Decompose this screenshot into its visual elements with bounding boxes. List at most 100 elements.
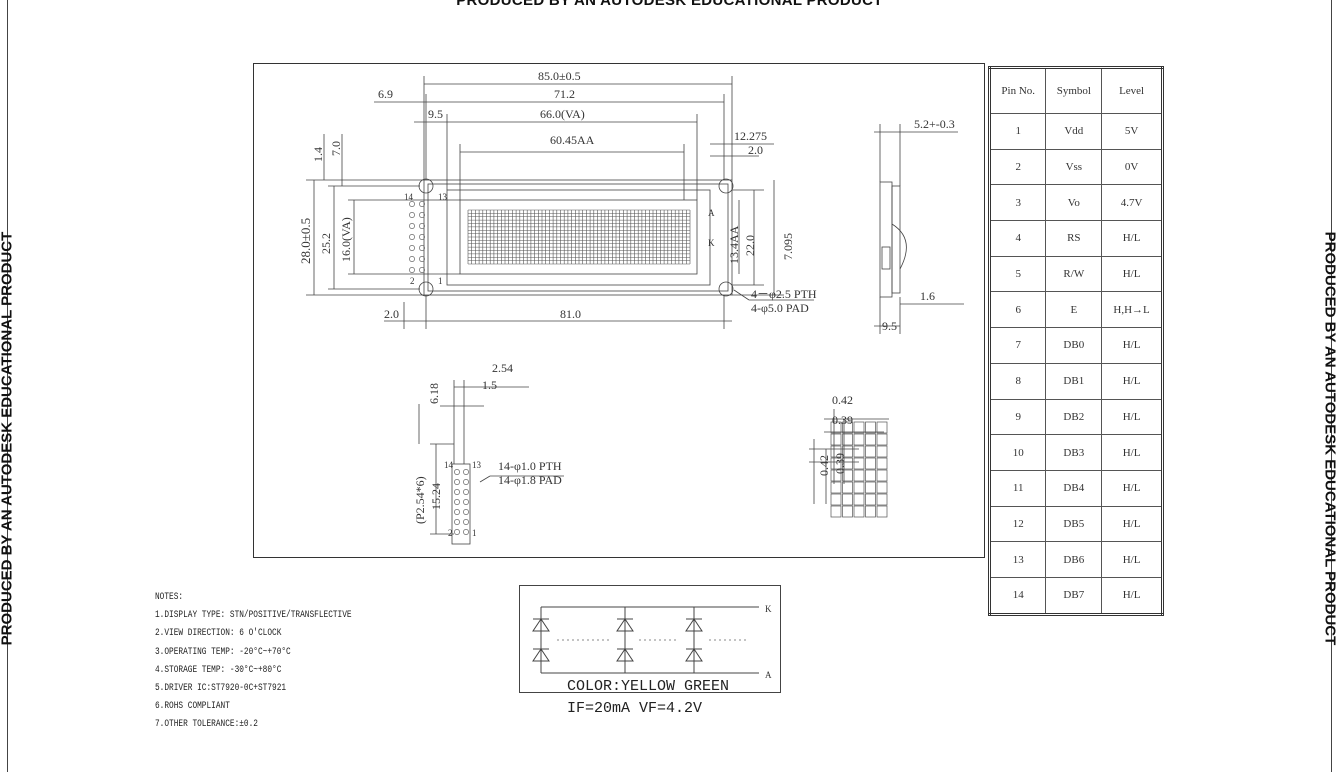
conn-length: 15.24 [429, 483, 443, 510]
level-cell: H/L [1101, 576, 1163, 615]
symbol-cell: RS [1045, 220, 1103, 257]
pixel-dot [865, 421, 876, 434]
pixel-dot [865, 493, 876, 506]
pixel-dot [876, 433, 888, 446]
conn-total: (P2.54*6) [413, 476, 427, 524]
connector-pin [454, 489, 460, 495]
pixel-dot [865, 457, 876, 470]
pixel-dot [830, 481, 842, 494]
pixel-dot [876, 445, 888, 458]
symbol-cell: DB1 [1045, 362, 1103, 400]
dim-top-1: 1.4 [311, 147, 325, 162]
backlight-a-label: A [765, 670, 772, 680]
symbol-cell: Vdd [1045, 113, 1103, 150]
pixel-dot [853, 469, 865, 482]
level-cell: H/L [1101, 220, 1163, 257]
watermark-top: PRODUCED BY AN AUTODESK EDUCATIONAL PROD… [456, 0, 883, 9]
diode-symbol [532, 618, 550, 632]
connector-pin [454, 519, 460, 525]
conn-label-14: 14 [444, 460, 454, 470]
note-item: 2.VIEW DIRECTION: 6 O'CLOCK [155, 628, 282, 640]
dim-side-pin: 1.6 [920, 289, 935, 303]
mechanical-drawing: 85.0±0.5 71.2 6.9 66.0(VA) 9.5 60.45AA 1… [253, 63, 985, 558]
connector-pins [409, 201, 425, 273]
pin-pad [409, 245, 415, 251]
pixel-dot [853, 493, 865, 506]
pin-label-2: 2 [410, 276, 415, 286]
symbol-cell: R/W [1045, 255, 1103, 293]
pixel-dot [842, 481, 853, 494]
symbol-cell: DB4 [1045, 469, 1103, 507]
pin-no-cell: 13 [988, 541, 1047, 578]
diode-symbol [616, 618, 634, 632]
pin-no-cell: 8 [988, 362, 1047, 400]
dim-height-aa: 13.4AA [727, 225, 741, 264]
symbol-cell: DB0 [1045, 327, 1103, 364]
connector-pin [454, 499, 460, 505]
dim-height-overall: 28.0±0.5 [298, 218, 313, 264]
symbol-cell: DB6 [1045, 541, 1103, 578]
level-cell: H/L [1101, 469, 1163, 507]
level-cell: H/L [1101, 362, 1163, 400]
bezel-outline [446, 189, 711, 286]
pin-no-cell: 12 [988, 505, 1047, 543]
backlight-spec: COLOR:YELLOW GREEN IF=20mA VF=4.2V [567, 676, 729, 720]
header-pin-no: Pin No. [988, 67, 1047, 114]
note-item: 6.ROHS COMPLIANT [155, 701, 230, 713]
connector-pin [454, 469, 460, 475]
level-cell: H/L [1101, 505, 1163, 543]
watermark-left: PRODUCED BY AN AUTODESK EDUCATIONAL PROD… [0, 231, 16, 646]
dim-hole-span: 71.2 [554, 87, 575, 101]
pixel-dot [876, 421, 888, 434]
pin-pad [419, 245, 425, 251]
dim-side-thickness: 5.2+-0.3 [914, 117, 955, 131]
side-view-body [879, 181, 893, 298]
pixel-dot [876, 481, 888, 494]
pin-pad [409, 256, 415, 262]
pixel-dot [842, 469, 853, 482]
pixel-dot [830, 493, 842, 506]
mount-hole-tr [718, 178, 734, 194]
note-item: 5.DRIVER IC:ST7920-0C+ST7921 [155, 683, 287, 695]
conn-pth: 14-φ1.0 PTH [498, 459, 562, 473]
pixel-dot [876, 457, 888, 470]
level-cell: H/L [1101, 398, 1163, 436]
pixel-dot [876, 493, 888, 506]
pin-no-cell: 4 [988, 220, 1047, 257]
dim-left-edge: 6.9 [378, 87, 393, 101]
pin-no-cell: 3 [988, 184, 1047, 222]
notes-title: NOTES: [155, 592, 184, 603]
pin-no-cell: 1 [988, 113, 1047, 150]
level-cell: H,H→L [1101, 291, 1163, 329]
pin-no-cell: 9 [988, 398, 1047, 436]
dim-bottom-span: 81.0 [560, 307, 581, 321]
pin-pad [419, 212, 425, 218]
pixel-dot [830, 445, 842, 458]
pixel-dot [842, 433, 853, 446]
dim-height-bezel: 22.0 [743, 235, 757, 256]
side-view-connector [881, 246, 891, 270]
connector-pin [463, 509, 469, 515]
pin-table-header: Pin No. Symbol Level [988, 67, 1163, 114]
pixel-dot [865, 481, 876, 494]
pixel-dot [865, 469, 876, 482]
pixel-matrix [830, 421, 888, 518]
backlight-color: COLOR:YELLOW GREEN [567, 678, 730, 695]
pin-no-cell: 5 [988, 255, 1047, 293]
conn-top-offset: 6.18 [427, 383, 441, 404]
level-cell: H/L [1101, 434, 1163, 471]
dim-right-small: 2.0 [748, 143, 763, 157]
pin-label-1: 1 [438, 276, 443, 286]
pixel-dot [830, 457, 842, 470]
